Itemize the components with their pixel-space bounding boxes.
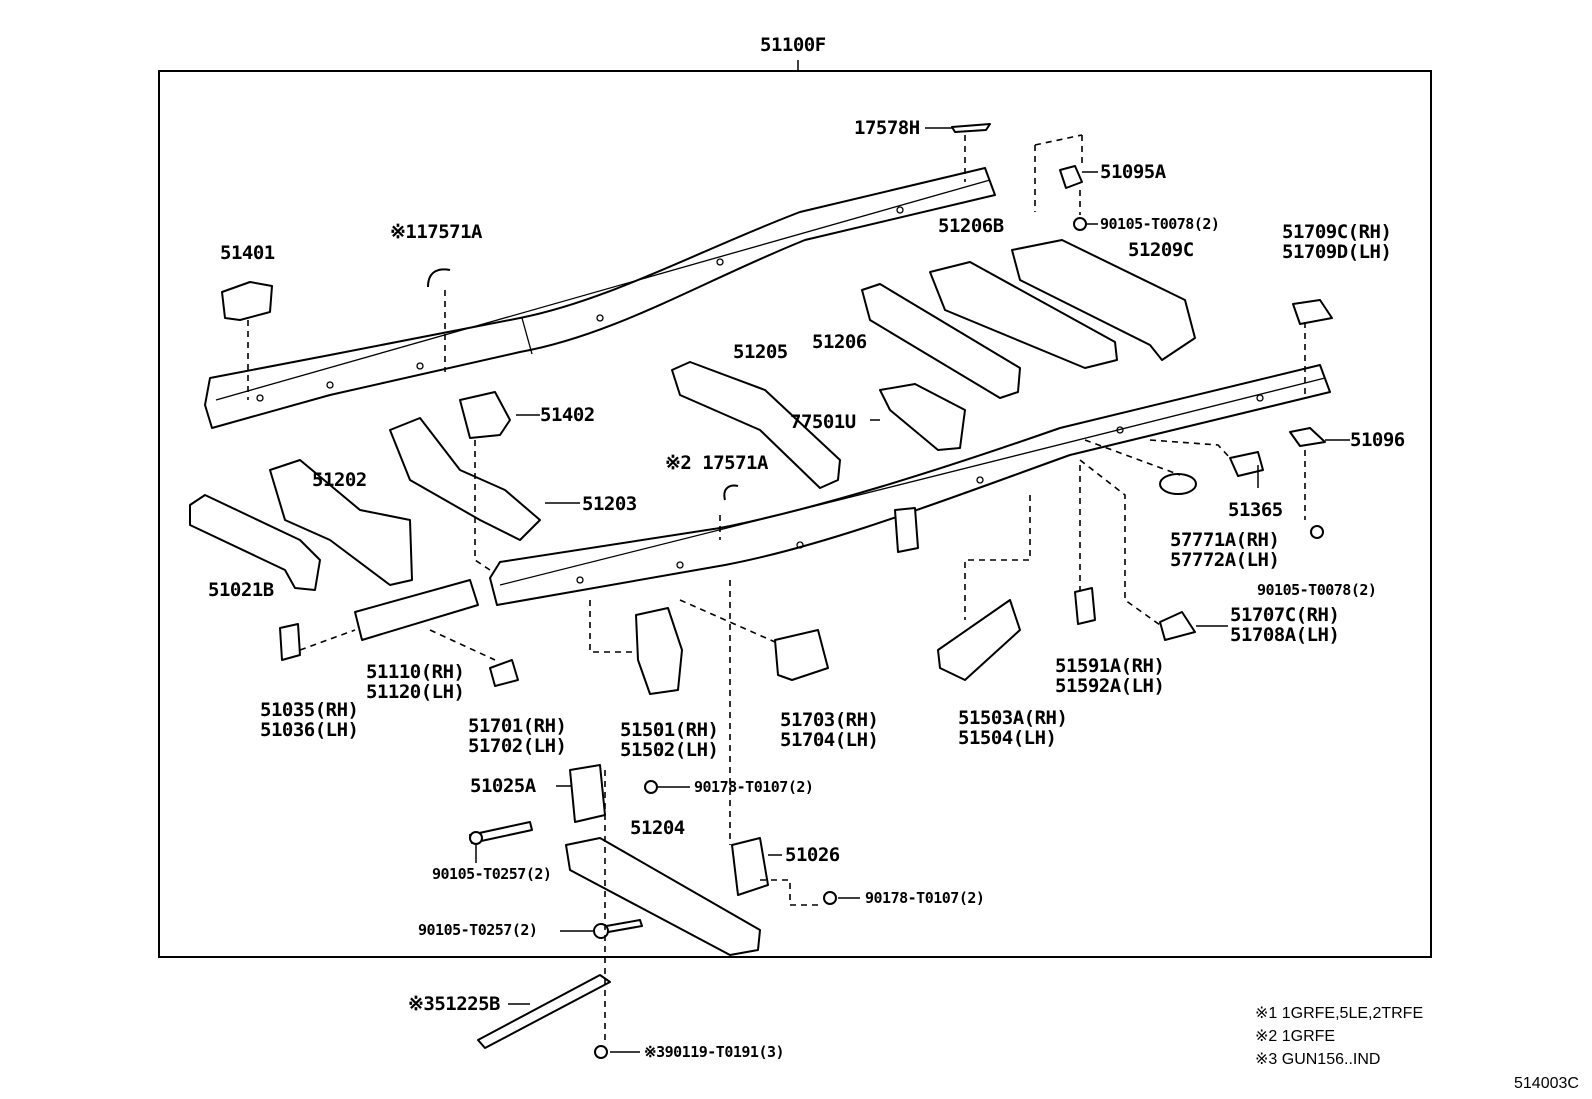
assembly-label: 51100F: [760, 34, 826, 56]
label-51209c: 51209C: [1128, 239, 1194, 261]
label-51709: 51709C(RH) 51709D(LH): [1282, 221, 1392, 263]
label-51365: 51365: [1228, 499, 1283, 521]
label-51225b: ※351225B: [408, 993, 501, 1015]
part-shapes: [189, 123, 1333, 1059]
label-51206: 51206: [812, 331, 867, 353]
label-51035: 51035(RH) 51036(LH): [260, 699, 359, 741]
label-90105-t0078-right: 90105-T0078(2): [1257, 581, 1377, 599]
label-57771: 57771A(RH) 57772A(LH): [1170, 529, 1280, 571]
label-51703: 51703(RH) 51704(LH): [780, 709, 879, 751]
label-17578h: 17578H: [854, 117, 920, 139]
label-51026: 51026: [785, 844, 840, 866]
footnote-1: ※1 1GRFE,5LE,2TRFE: [1255, 1005, 1424, 1022]
dashed-guides: [247, 134, 1306, 1045]
label-17571a-1: ※117571A: [390, 221, 483, 243]
label-90105-t0257-a: 90105-T0257(2): [432, 865, 552, 883]
label-90105-t0078-top: 90105-T0078(2): [1100, 215, 1220, 233]
label-51206b: 51206B: [938, 215, 1004, 237]
label-51591: 51591A(RH) 51592A(LH): [1055, 655, 1165, 697]
label-90178-t0107-b: 90178-T0107(2): [865, 889, 985, 907]
label-51205: 51205: [733, 341, 788, 363]
label-51701: 51701(RH) 51702(LH): [468, 715, 567, 757]
label-90178-t0107-a: 90178-T0107(2): [694, 778, 814, 796]
label-51202: 51202: [312, 469, 367, 491]
footnote-2: ※2 1GRFE: [1255, 1028, 1336, 1045]
label-51204: 51204: [630, 817, 685, 839]
label-51402: 51402: [540, 404, 595, 426]
footnote-3: ※3 GUN156..IND: [1255, 1051, 1381, 1068]
label-51203: 51203: [582, 493, 637, 515]
diagram-frame: [158, 70, 1432, 958]
label-51021b: 51021B: [208, 579, 274, 601]
label-51707: 51707C(RH) 51708A(LH): [1230, 604, 1340, 646]
left-frame-rail: [204, 167, 996, 429]
label-51095a: 51095A: [1100, 161, 1166, 183]
label-90119-t0191: ※390119-T0191(3): [644, 1043, 785, 1061]
label-17571a-2: ※2 17571A: [665, 452, 768, 474]
label-51025a: 51025A: [470, 775, 536, 797]
leader-lines: [475, 127, 1350, 1053]
label-90105-t0257-b: 90105-T0257(2): [418, 921, 538, 939]
figure-id: 514003C: [1514, 1075, 1579, 1092]
label-77501u: 77501U: [790, 411, 856, 433]
label-51096: 51096: [1350, 429, 1405, 451]
label-51503: 51503A(RH) 51504(LH): [958, 707, 1068, 749]
label-51401: 51401: [220, 242, 275, 264]
label-51110: 51110(RH) 51120(LH): [366, 661, 465, 703]
label-51501: 51501(RH) 51502(LH): [620, 719, 719, 761]
right-frame-rail: [489, 364, 1331, 606]
